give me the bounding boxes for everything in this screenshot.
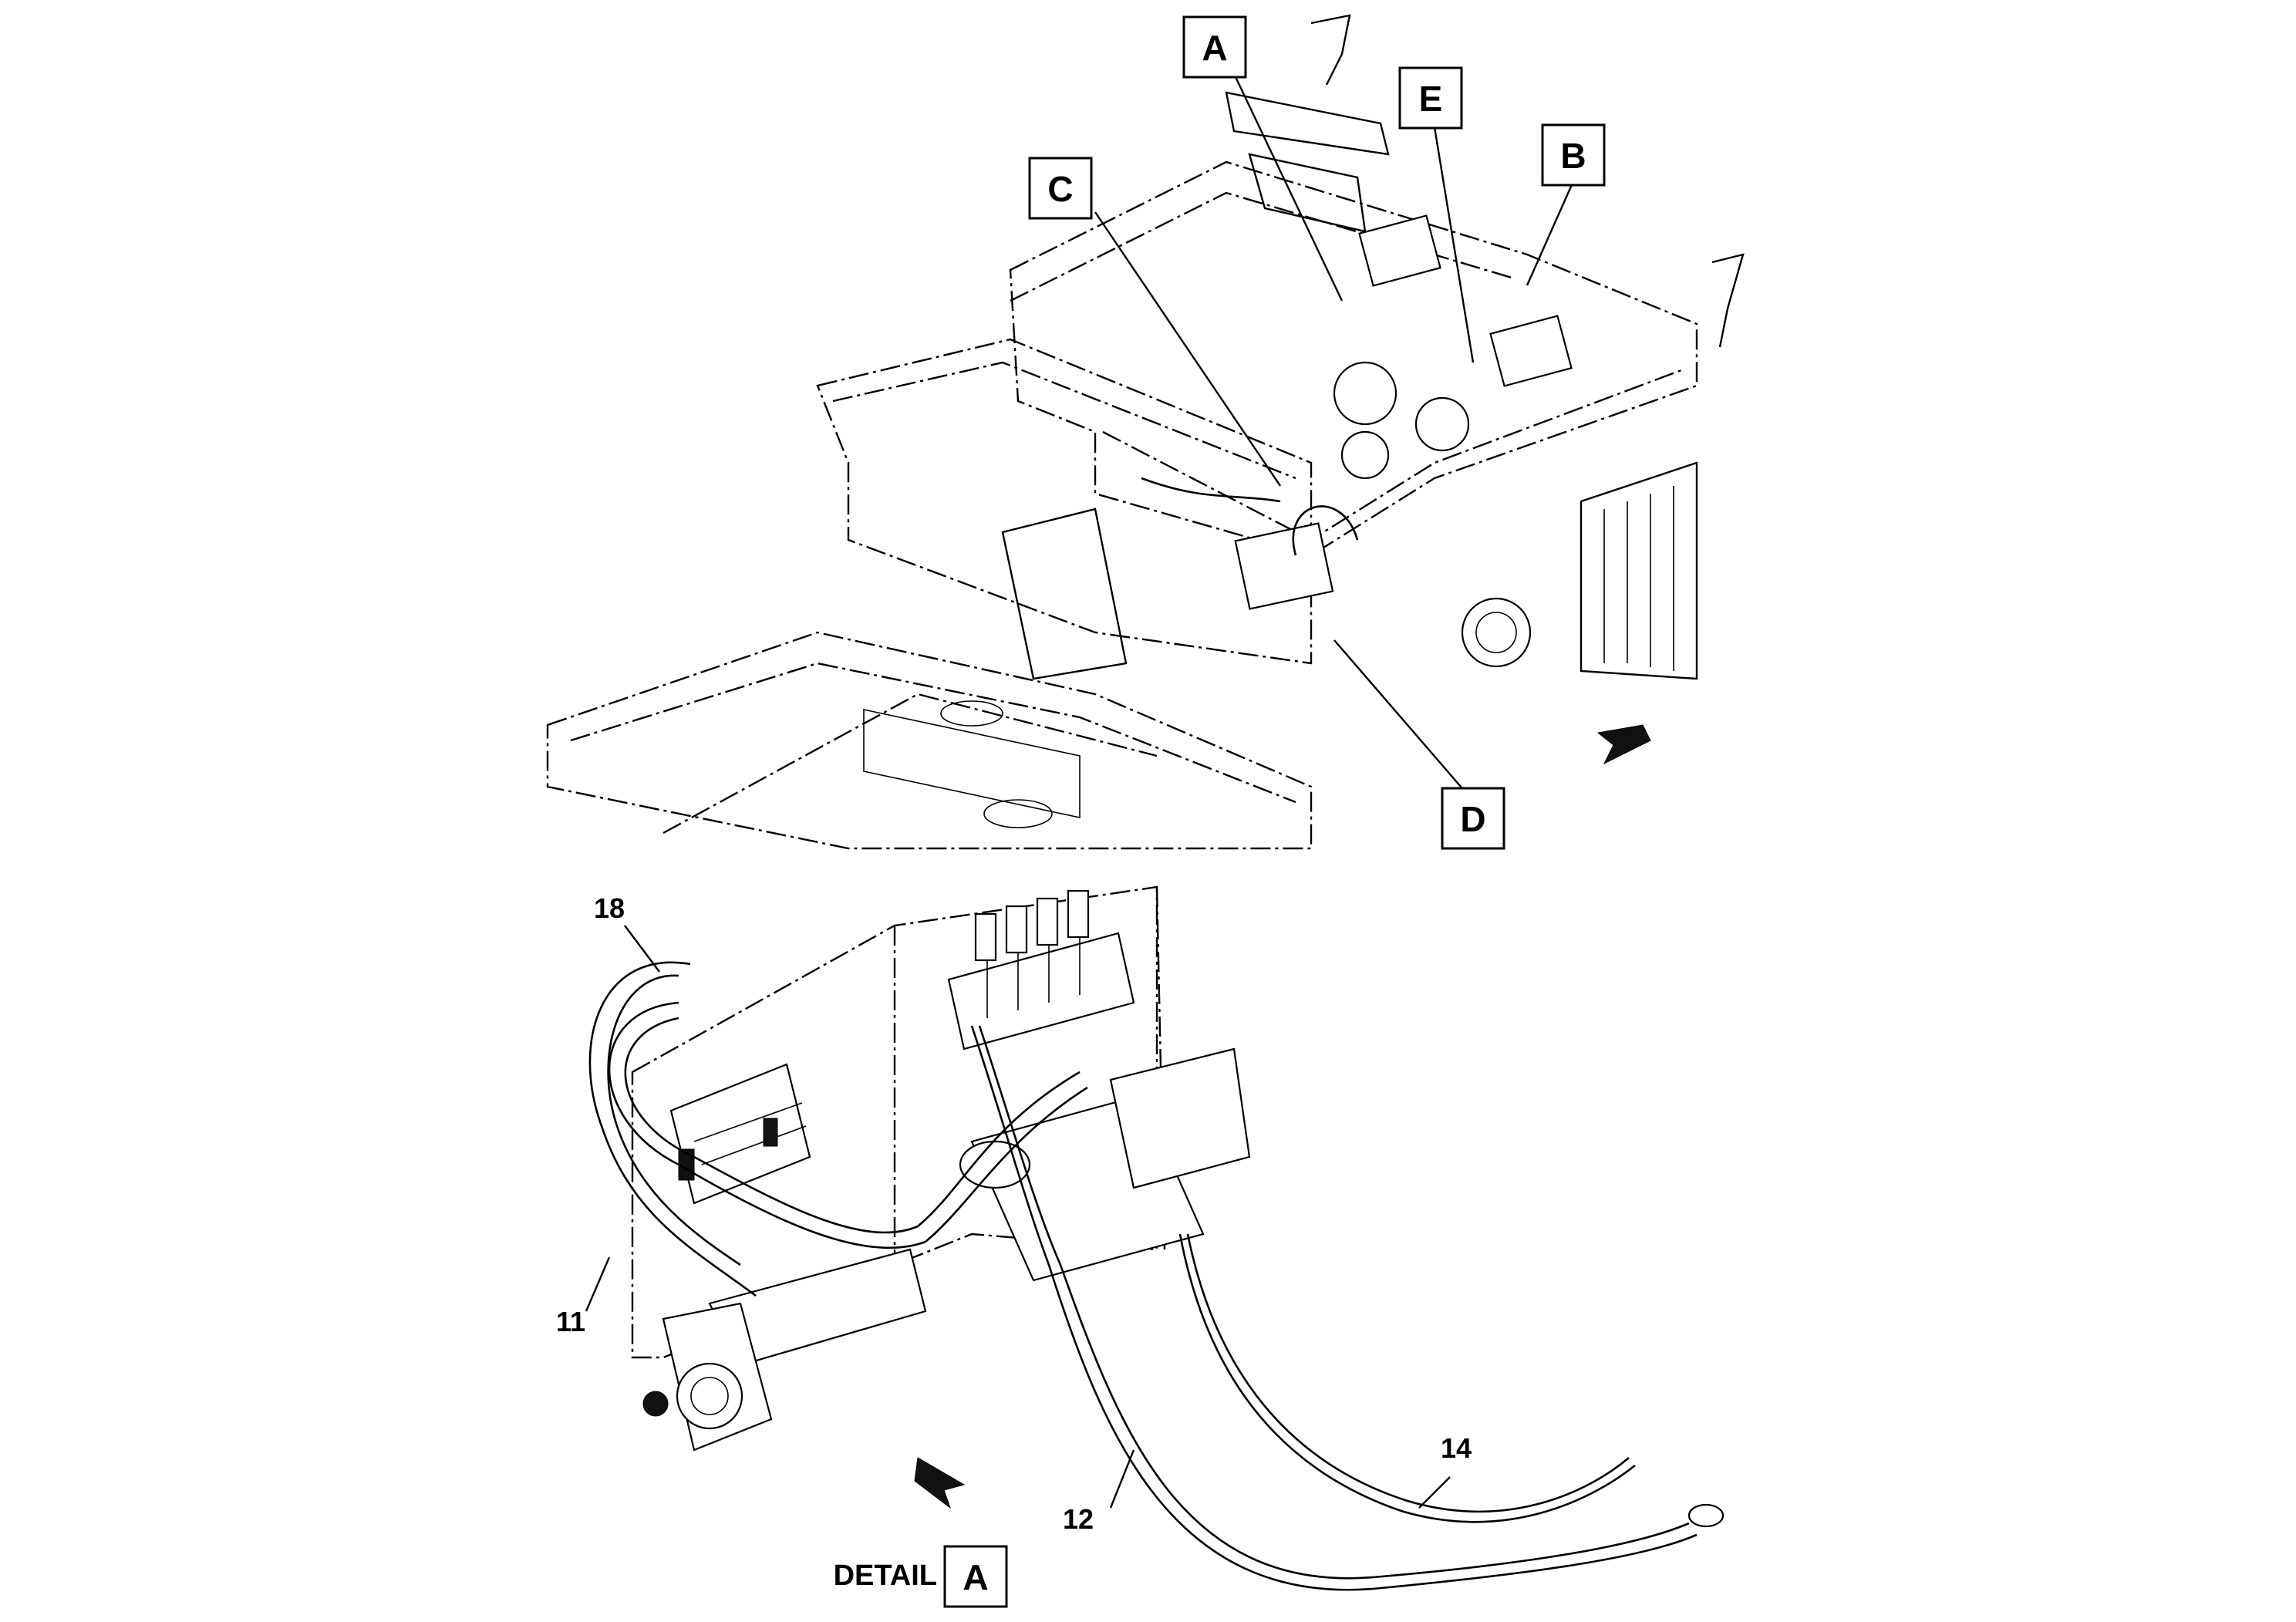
hose-18 — [608, 1001, 926, 1249]
detail-label: A — [963, 1557, 988, 1597]
svg-text:E: E — [1419, 79, 1443, 119]
svg-text:A: A — [1202, 28, 1227, 68]
callout-C: C — [1028, 157, 1093, 220]
hose-14 — [1178, 1233, 1636, 1523]
hose-11 — [588, 961, 757, 1297]
item-label-12: 12 — [1063, 1503, 1094, 1535]
callout-E: E — [1398, 66, 1463, 130]
detail-title: DETAIL A — [834, 1545, 1008, 1608]
svg-text:B: B — [1560, 136, 1586, 176]
svg-text:D: D — [1460, 799, 1485, 839]
detail-prefix: DETAIL — [834, 1560, 937, 1592]
callout-D: D — [1441, 787, 1505, 850]
direction-arrow-icon — [914, 1457, 966, 1509]
detail-a-view — [585, 885, 1725, 1591]
callout-B: B — [1541, 123, 1606, 187]
callout-A: A — [1182, 15, 1247, 79]
svg-text:C: C — [1047, 169, 1073, 209]
item-label-11: 11 — [556, 1306, 585, 1337]
item-label-18: 18 — [594, 892, 625, 924]
item-label-14: 14 — [1441, 1432, 1472, 1464]
direction-arrow-icon — [1596, 724, 1651, 765]
chassis-overview-view — [546, 14, 1745, 850]
hose-12 — [970, 1025, 1698, 1591]
